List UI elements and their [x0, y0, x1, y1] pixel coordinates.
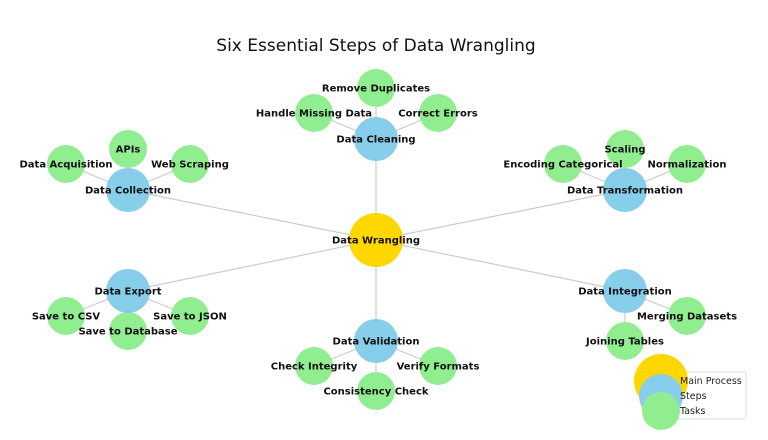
task-node-circle: [295, 94, 333, 132]
task-node: Joining Tables: [585, 322, 664, 360]
task-node-label: Save to CSV: [32, 312, 101, 323]
task-node-circle: [171, 297, 209, 335]
task-node-label: Handle Missing Data: [256, 109, 372, 120]
task-node: APIs: [109, 130, 147, 168]
task-node-circle: [295, 347, 333, 385]
step-node-label: Data Transformation: [567, 186, 683, 197]
step-node-label: Data Integration: [578, 287, 672, 298]
task-node-circle: [109, 130, 147, 168]
step-node-circle: [354, 117, 398, 161]
task-node: Save to Database: [78, 312, 178, 350]
step-node: Data Collection: [85, 168, 171, 212]
task-node-circle: [109, 312, 147, 350]
task-node-label: Verify Formats: [397, 362, 480, 373]
step-node: Data Integration: [578, 269, 672, 313]
task-node-label: Web Scraping: [151, 160, 229, 171]
step-node-label: Data Cleaning: [336, 135, 415, 146]
step-node-circle: [354, 319, 398, 363]
task-node-circle: [606, 322, 644, 360]
task-node-label: Encoding Categorical: [503, 160, 622, 171]
edge-main-step: [127, 239, 377, 292]
task-node: Save to CSV: [32, 297, 101, 335]
edge-main-step: [375, 189, 626, 241]
step-node: Data Export: [94, 269, 162, 313]
legend: Main Process Steps Tasks: [634, 354, 747, 430]
task-node-label: Remove Duplicates: [322, 84, 430, 95]
step-node: Data Validation: [333, 319, 420, 363]
step-node: Data Transformation: [567, 168, 683, 212]
task-node-label: Joining Tables: [585, 337, 664, 348]
task-node: Verify Formats: [397, 347, 480, 385]
step-node-label: Data Collection: [85, 186, 171, 197]
step-node-label: Data Validation: [333, 337, 420, 348]
task-node: Save to JSON: [153, 297, 227, 335]
task-node-circle: [47, 297, 85, 335]
step-node-circle: [603, 168, 647, 212]
step-node-label: Data Export: [94, 287, 161, 298]
task-node-circle: [668, 145, 706, 183]
edge-main-step: [375, 239, 626, 292]
task-node: Scaling: [604, 130, 646, 168]
legend-main-process: Main Process: [680, 376, 742, 387]
task-node: Data Acquisition: [19, 145, 113, 183]
legend-marker-tasks: [642, 392, 680, 430]
task-node: Handle Missing Data: [256, 94, 372, 132]
task-node-label: Merging Datasets: [637, 312, 737, 323]
task-node-label: Save to JSON: [153, 312, 227, 323]
main-process-node-circle: [349, 213, 403, 267]
main-process-node-label: Data Wrangling: [332, 236, 420, 247]
task-node: Correct Errors: [398, 94, 478, 132]
task-node-label: Scaling: [604, 145, 645, 156]
task-node-circle: [606, 130, 644, 168]
task-node-circle: [47, 145, 85, 183]
task-node-label: APIs: [116, 145, 141, 156]
task-node-circle: [544, 145, 582, 183]
main-process-node: Data Wrangling: [332, 213, 420, 267]
task-node-label: Check Integrity: [271, 362, 358, 373]
task-node: Web Scraping: [151, 145, 229, 183]
task-node-label: Save to Database: [78, 327, 177, 338]
task-node-label: Correct Errors: [398, 109, 478, 120]
task-node: Remove Duplicates: [322, 69, 430, 107]
diagram-title: Six Essential Steps of Data Wrangling: [216, 36, 535, 56]
step-node: Data Cleaning: [336, 117, 416, 161]
task-node-label: Data Acquisition: [19, 160, 112, 171]
legend-steps: Steps: [680, 391, 707, 402]
task-node: Check Integrity: [271, 347, 358, 385]
task-node: Encoding Categorical: [503, 145, 623, 183]
legend-tasks: Tasks: [679, 406, 706, 417]
task-node: Merging Datasets: [637, 297, 737, 335]
task-node: Normalization: [648, 145, 727, 183]
task-node-circle: [357, 69, 395, 107]
task-node-circle: [668, 297, 706, 335]
step-node-circle: [106, 168, 150, 212]
edge-main-step: [127, 189, 377, 241]
task-node-label: Consistency Check: [323, 387, 428, 398]
task-node-label: Normalization: [648, 160, 727, 171]
step-node-circle: [603, 269, 647, 313]
task-node: Consistency Check: [323, 372, 429, 410]
task-node-circle: [171, 145, 209, 183]
step-node-circle: [106, 269, 150, 313]
task-node-circle: [357, 372, 395, 410]
task-node-circle: [419, 347, 457, 385]
task-node-circle: [419, 94, 457, 132]
